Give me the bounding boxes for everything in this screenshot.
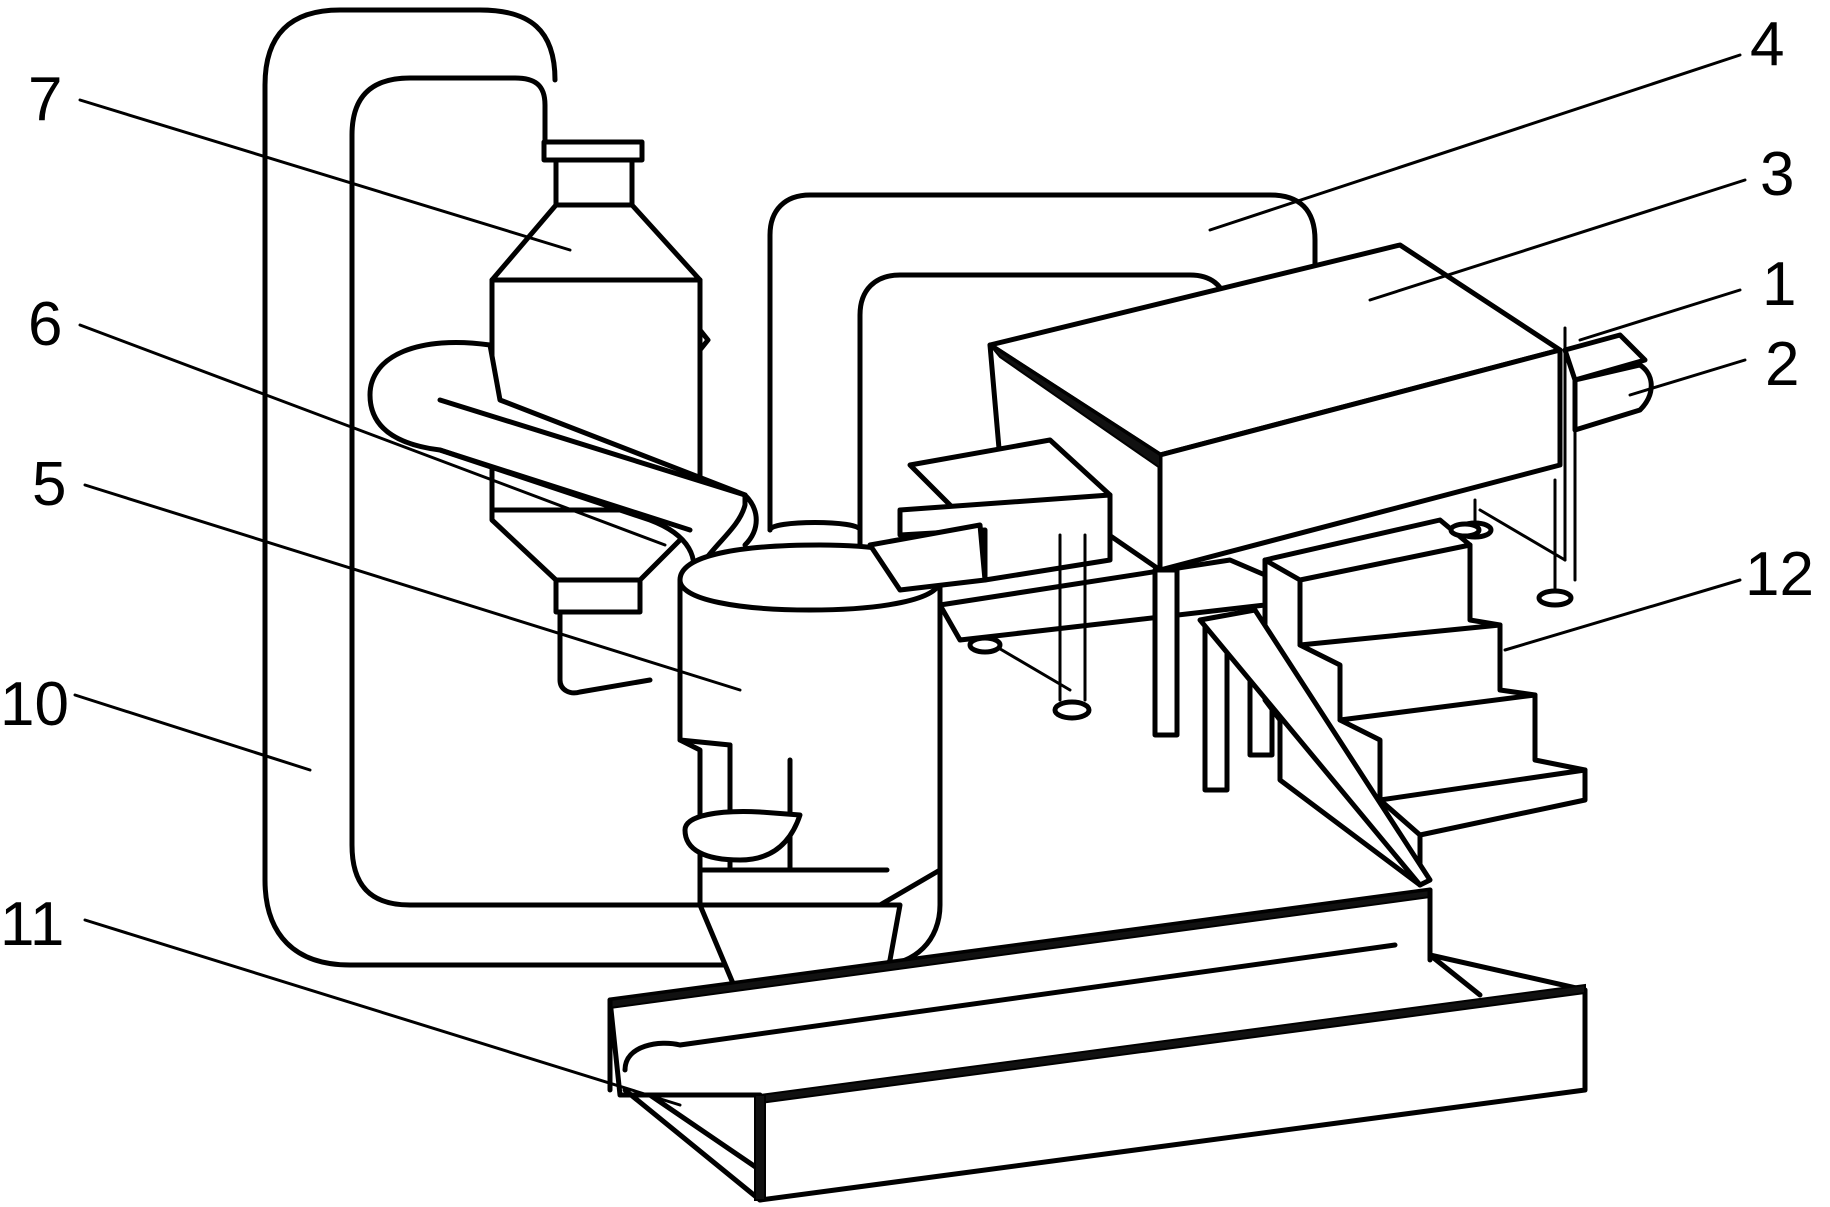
stepped-bins-12 <box>1197 517 1588 888</box>
label-4: 4 <box>1750 10 1784 79</box>
label-6: 6 <box>28 290 62 359</box>
label-11: 11 <box>0 890 64 959</box>
leader-12 <box>1503 578 1742 652</box>
label-12: 12 <box>1745 540 1814 609</box>
leader-11 <box>83 918 682 1107</box>
leader-2 <box>1628 358 1747 397</box>
main-separator-5 <box>677 520 943 1071</box>
discharge-chute <box>867 437 1275 793</box>
feed-conveyor-1-2 <box>1456 326 1654 608</box>
leader-5 <box>83 483 742 692</box>
leader-4 <box>1208 53 1742 232</box>
leader-6 <box>78 323 667 547</box>
label-7: 7 <box>28 65 62 134</box>
belt-conveyor-11 <box>607 887 1588 1203</box>
label-10: 10 <box>0 670 69 739</box>
dryer-housing-3 <box>987 242 1563 573</box>
label-3: 3 <box>1760 140 1794 209</box>
reference-numerals: 7 6 5 10 11 4 3 1 2 12 <box>0 10 1814 959</box>
leader-7 <box>78 98 572 252</box>
leader-10 <box>73 693 312 772</box>
leader-3 <box>1368 178 1747 302</box>
label-2: 2 <box>1765 330 1799 399</box>
label-5: 5 <box>32 450 66 519</box>
label-1: 1 <box>1762 250 1796 319</box>
leader-lines <box>73 53 1747 1107</box>
leader-1 <box>1578 288 1742 342</box>
connecting-pipe-6 <box>367 339 759 583</box>
